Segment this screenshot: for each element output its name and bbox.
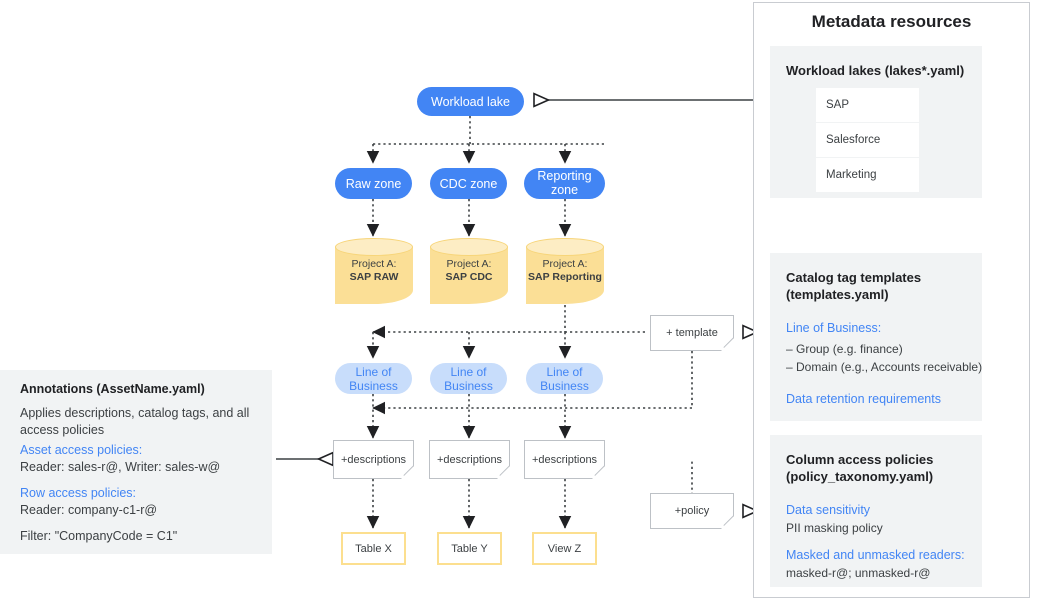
descriptions-label: +descriptions bbox=[340, 453, 407, 466]
lake-item-salesforce[interactable]: Salesforce bbox=[816, 123, 919, 157]
project-cylinder-sap-raw[interactable]: Project A: SAP RAW bbox=[335, 238, 413, 304]
descriptions-note-2[interactable]: +descriptions bbox=[429, 440, 510, 479]
masked-readers-body: masked-r@; unmasked-r@ bbox=[786, 566, 931, 580]
lake-item-sap[interactable]: SAP bbox=[816, 88, 919, 122]
tag-label: Line of Business bbox=[349, 364, 398, 393]
project-name: SAP CDC bbox=[445, 271, 493, 283]
zone-node-reporting[interactable]: Reporting zone bbox=[524, 168, 605, 199]
tag-node-line-of-business-3[interactable]: Line of Business bbox=[526, 363, 603, 394]
project-name: SAP Reporting bbox=[528, 271, 602, 283]
workload-lakes-title: Workload lakes (lakes*.yaml) bbox=[786, 63, 965, 78]
tag-node-line-of-business-1[interactable]: Line of Business bbox=[335, 363, 412, 394]
row-access-policies-body: Reader: company-c1-r@ bbox=[20, 503, 158, 517]
column-access-title-line1: Column access policies bbox=[786, 452, 934, 467]
project-cylinder-sap-reporting[interactable]: Project A: SAP Reporting bbox=[526, 238, 604, 304]
annotations-filter: Filter: "CompanyCode = C1" bbox=[20, 529, 178, 543]
cylinder-body bbox=[430, 247, 508, 304]
fold-mask bbox=[592, 466, 605, 479]
project-prefix: Project A: bbox=[351, 258, 397, 270]
fold-mask bbox=[401, 466, 414, 479]
project-cylinder-sap-cdc[interactable]: Project A: SAP CDC bbox=[430, 238, 508, 304]
template-note[interactable]: + template bbox=[650, 315, 734, 351]
project-name: SAP RAW bbox=[349, 271, 399, 283]
annotations-panel: Annotations (AssetName.yaml) Applies des… bbox=[0, 370, 272, 554]
column-access-title-line2: (policy_taxonomy.yaml) bbox=[786, 469, 934, 484]
project-prefix: Project A: bbox=[542, 258, 588, 270]
cylinder-caption: Project A: SAP CDC bbox=[430, 258, 508, 284]
policy-note[interactable]: +policy bbox=[650, 493, 734, 529]
asset-label: Table X bbox=[355, 542, 392, 555]
zone-label-reporting: Reporting zone bbox=[537, 169, 592, 197]
descriptions-note-3[interactable]: +descriptions bbox=[524, 440, 605, 479]
cylinder-caption: Project A: SAP RAW bbox=[335, 258, 413, 284]
asset-label: Table Y bbox=[451, 542, 488, 555]
descriptions-note-1[interactable]: +descriptions bbox=[333, 440, 414, 479]
data-sensitivity-heading: Data sensitivity bbox=[786, 503, 871, 517]
zone-label-raw: Raw zone bbox=[345, 176, 402, 191]
catalog-templates-title-line2: (templates.yaml) bbox=[786, 287, 889, 302]
workload-lake-label: Workload lake bbox=[431, 94, 510, 109]
workload-lake-node[interactable]: Workload lake bbox=[417, 87, 524, 116]
zone-node-raw[interactable]: Raw zone bbox=[335, 168, 412, 199]
asset-view-z[interactable]: View Z bbox=[532, 532, 597, 565]
descriptions-label: +descriptions bbox=[531, 453, 598, 466]
asset-table-y[interactable]: Table Y bbox=[437, 532, 502, 565]
line-of-business-heading: Line of Business: bbox=[786, 321, 882, 335]
asset-access-policies-heading: Asset access policies: bbox=[20, 443, 143, 457]
template-label: + template bbox=[666, 327, 718, 339]
cylinder-caption: Project A: SAP Reporting bbox=[526, 258, 604, 284]
project-prefix: Project A: bbox=[446, 258, 492, 270]
tag-label: Line of Business bbox=[540, 364, 589, 393]
workload-lakes-section: Workload lakes (lakes*.yaml) SAP Salesfo… bbox=[770, 46, 982, 198]
line-of-business-bullet-domain: – Domain (e.g., Accounts receivable) bbox=[786, 360, 983, 374]
lake-item-marketing[interactable]: Marketing bbox=[816, 158, 919, 192]
masked-readers-heading: Masked and unmasked readers: bbox=[786, 548, 965, 562]
lake-label: Marketing bbox=[826, 169, 877, 181]
policy-label: +policy bbox=[674, 505, 710, 517]
zone-label-cdc: CDC zone bbox=[439, 176, 498, 191]
cylinder-body bbox=[335, 247, 413, 304]
catalog-tag-templates-section: Catalog tag templates (templates.yaml) L… bbox=[770, 253, 982, 421]
cylinder-top bbox=[430, 238, 508, 256]
data-retention-requirements: Data retention requirements bbox=[786, 392, 941, 406]
cylinder-body bbox=[526, 247, 604, 304]
row-access-policies-heading: Row access policies: bbox=[20, 486, 137, 500]
column-access-policies-section: Column access policies (policy_taxonomy.… bbox=[770, 435, 982, 587]
tag-node-line-of-business-2[interactable]: Line of Business bbox=[430, 363, 507, 394]
annotations-title: Annotations (AssetName.yaml) bbox=[20, 382, 205, 396]
annotations-description: Applies descriptions, catalog tags, and … bbox=[20, 406, 250, 437]
catalog-templates-title-line1: Catalog tag templates bbox=[786, 270, 922, 285]
fold-mask bbox=[721, 516, 734, 529]
lake-label: SAP bbox=[826, 99, 850, 111]
metadata-resources-title: Metadata resources bbox=[811, 12, 972, 31]
cylinder-top bbox=[526, 238, 604, 256]
asset-access-policies-body: Reader: sales-r@, Writer: sales-w@ bbox=[20, 460, 221, 474]
fold-mask bbox=[721, 338, 734, 351]
lake-label: Salesforce bbox=[826, 134, 881, 146]
cylinder-top bbox=[335, 238, 413, 256]
asset-table-x[interactable]: Table X bbox=[341, 532, 406, 565]
zone-node-cdc[interactable]: CDC zone bbox=[430, 168, 507, 199]
line-of-business-bullet-group: – Group (e.g. finance) bbox=[786, 342, 903, 356]
pii-masking-policy-body: PII masking policy bbox=[786, 521, 883, 535]
tag-label: Line of Business bbox=[444, 364, 493, 393]
descriptions-label: +descriptions bbox=[436, 453, 503, 466]
fold-mask bbox=[497, 466, 510, 479]
asset-label: View Z bbox=[547, 542, 582, 555]
